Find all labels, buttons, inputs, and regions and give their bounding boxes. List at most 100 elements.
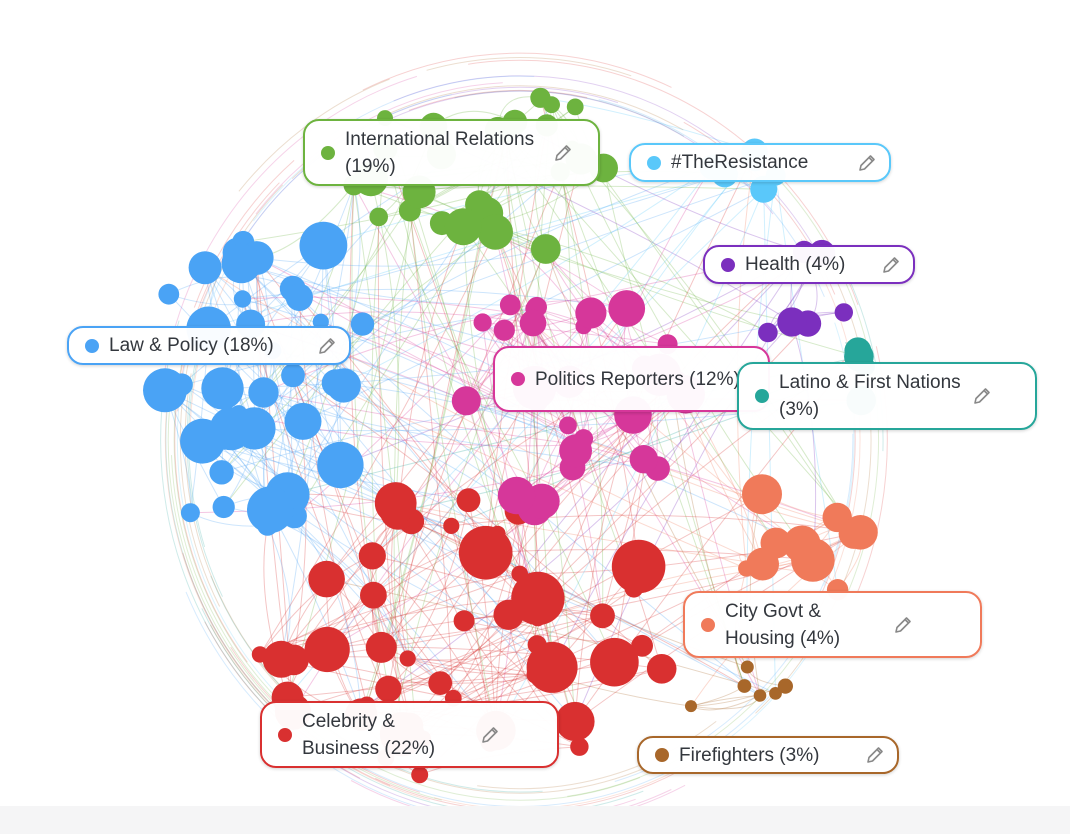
network-node-celebrity[interactable] <box>308 560 345 598</box>
network-node-politics[interactable] <box>497 476 536 515</box>
network-node-law[interactable] <box>350 312 375 336</box>
network-node-law[interactable] <box>212 495 235 519</box>
cluster-label-law-policy[interactable]: Law & Policy (18%) <box>67 326 351 365</box>
network-node-celebrity[interactable] <box>399 650 416 667</box>
network-node-law[interactable] <box>312 313 329 330</box>
network-node-celebrity[interactable] <box>456 488 481 513</box>
network-node-international[interactable] <box>477 214 513 250</box>
network-node-law[interactable] <box>143 368 187 413</box>
network-node-law[interactable] <box>201 367 244 410</box>
network-node-politics[interactable] <box>451 386 481 416</box>
network-edge <box>230 428 497 731</box>
network-node-law[interactable] <box>299 221 348 270</box>
pencil-icon[interactable] <box>857 153 877 173</box>
network-node-celebrity[interactable] <box>590 637 639 687</box>
network-node-international[interactable] <box>369 207 389 227</box>
network-node-politics[interactable] <box>493 319 515 341</box>
cluster-label-latino[interactable]: Latino & First Nations (3%) <box>737 362 1037 430</box>
cluster-label-resistance[interactable]: #TheResistance <box>629 143 891 182</box>
network-node-politics[interactable] <box>473 313 492 332</box>
network-node-celebrity[interactable] <box>526 641 578 693</box>
network-node-celebrity[interactable] <box>262 640 300 678</box>
network-node-firefighters[interactable] <box>777 678 794 694</box>
network-node-international[interactable] <box>530 234 561 264</box>
network-node-celebrity[interactable] <box>428 671 453 695</box>
network-node-celebrity[interactable] <box>360 581 387 609</box>
cluster-label-politics[interactable]: Politics Reporters (12%) <box>493 346 770 412</box>
network-node-celebrity[interactable] <box>365 631 397 663</box>
network-node-law[interactable] <box>188 251 222 285</box>
network-node-city[interactable] <box>843 515 878 550</box>
network-edge <box>497 129 576 722</box>
network-node-celebrity[interactable] <box>570 737 589 756</box>
network-node-law[interactable] <box>281 363 305 388</box>
network-node-politics[interactable] <box>559 434 592 468</box>
network-node-law[interactable] <box>180 503 200 523</box>
network-node-international[interactable] <box>444 208 482 246</box>
network-node-celebrity[interactable] <box>304 626 350 673</box>
network-node-firefighters[interactable] <box>753 689 767 702</box>
network-node-health[interactable] <box>758 322 778 343</box>
network-node-resistance[interactable] <box>750 175 778 203</box>
network-node-city[interactable] <box>746 547 779 581</box>
network-node-law[interactable] <box>317 441 364 489</box>
network-node-celebrity[interactable] <box>646 654 677 684</box>
cluster-label-international[interactable]: International Relations (19%) <box>303 119 600 186</box>
cluster-label-celebrity[interactable]: Celebrity & Business (22%) <box>260 701 559 768</box>
network-node-celebrity[interactable] <box>511 571 565 626</box>
network-node-firefighters[interactable] <box>685 700 697 713</box>
network-node-law[interactable] <box>180 418 225 464</box>
network-edge <box>433 757 698 810</box>
pencil-icon[interactable] <box>553 143 573 163</box>
network-node-celebrity[interactable] <box>358 542 386 570</box>
network-edge <box>641 531 861 647</box>
network-node-celebrity[interactable] <box>411 766 429 784</box>
cluster-dot <box>278 727 292 742</box>
network-node-celebrity[interactable] <box>555 701 595 742</box>
network-node-politics[interactable] <box>519 309 547 337</box>
network-edge <box>362 175 776 325</box>
pencil-icon[interactable] <box>893 615 913 635</box>
cluster-label-health[interactable]: Health (4%) <box>703 245 915 284</box>
network-node-international[interactable] <box>566 98 584 116</box>
pencil-icon[interactable] <box>317 336 337 356</box>
network-node-celebrity[interactable] <box>590 603 615 629</box>
network-node-city[interactable] <box>742 474 782 515</box>
cluster-label-city[interactable]: City Govt & Housing (4%) <box>683 591 982 658</box>
network-node-law[interactable] <box>326 368 361 403</box>
network-edge <box>202 440 538 646</box>
network-node-politics[interactable] <box>575 297 607 329</box>
network-node-celebrity[interactable] <box>443 517 460 535</box>
network-node-politics[interactable] <box>629 445 658 474</box>
network-node-law[interactable] <box>209 460 234 485</box>
network-node-firefighters[interactable] <box>737 679 752 693</box>
network-node-firefighters[interactable] <box>740 660 754 674</box>
network-edge <box>451 514 861 533</box>
network-node-celebrity[interactable] <box>611 539 666 594</box>
cluster-label-firefighters[interactable]: Firefighters (3%) <box>637 736 899 774</box>
network-node-firefighters[interactable] <box>769 687 782 700</box>
network-node-law[interactable] <box>284 402 322 440</box>
network-node-law[interactable] <box>221 243 262 284</box>
network-node-city[interactable] <box>791 538 835 582</box>
network-node-international[interactable] <box>530 87 551 108</box>
network-node-celebrity[interactable] <box>453 610 475 632</box>
network-node-health[interactable] <box>834 303 853 322</box>
pencil-icon[interactable] <box>480 725 500 745</box>
network-node-politics[interactable] <box>608 290 646 327</box>
pencil-icon[interactable] <box>881 255 901 275</box>
network-node-law[interactable] <box>248 377 279 408</box>
network-node-law[interactable] <box>233 290 252 308</box>
network-node-law[interactable] <box>158 283 180 305</box>
network-node-celebrity[interactable] <box>375 675 402 703</box>
network-node-law[interactable] <box>285 283 313 311</box>
network-node-celebrity[interactable] <box>458 525 513 580</box>
network-node-health[interactable] <box>777 307 807 337</box>
pencil-icon[interactable] <box>865 745 885 765</box>
network-node-celebrity[interactable] <box>631 634 653 657</box>
network-node-celebrity[interactable] <box>374 482 417 524</box>
network-node-politics[interactable] <box>499 294 521 316</box>
pencil-icon[interactable] <box>972 386 992 406</box>
network-node-law[interactable] <box>246 486 294 533</box>
network-node-politics[interactable] <box>559 416 577 435</box>
